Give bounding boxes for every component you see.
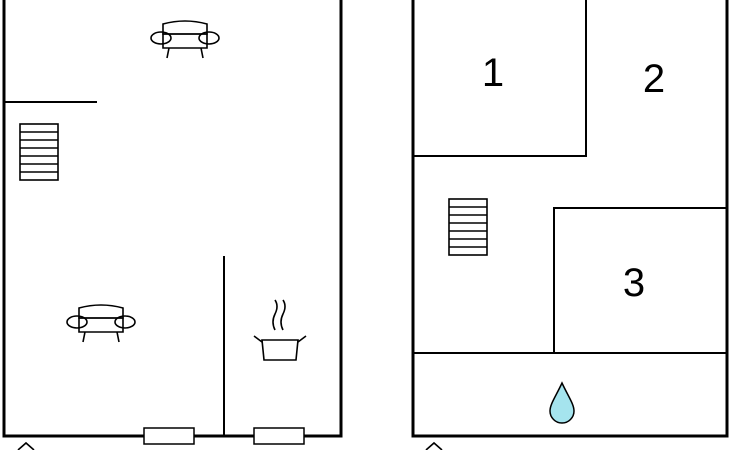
entrance-marker — [17, 441, 35, 450]
cooking-pot-icon — [253, 299, 307, 361]
window — [253, 427, 305, 445]
sofa-icon — [66, 304, 136, 343]
upper-floor-outer-wall — [411, 0, 729, 438]
room-label: 1 — [482, 51, 504, 95]
entrance-marker — [425, 441, 443, 450]
room-3-wall — [553, 207, 727, 353]
window — [143, 427, 195, 445]
ground-floor-plan — [2, 0, 343, 450]
room-label: 2 — [643, 57, 665, 101]
stairs-icon — [19, 123, 59, 181]
stairs-icon — [448, 198, 488, 256]
sofa-icon — [150, 20, 220, 59]
upper-floor-plan: 1 2 3 — [411, 0, 729, 450]
water-drop-icon — [549, 381, 575, 424]
room-label: 3 — [623, 261, 645, 305]
room-1-wall — [413, 0, 587, 157]
ground-floor-outer-wall — [2, 0, 343, 438]
